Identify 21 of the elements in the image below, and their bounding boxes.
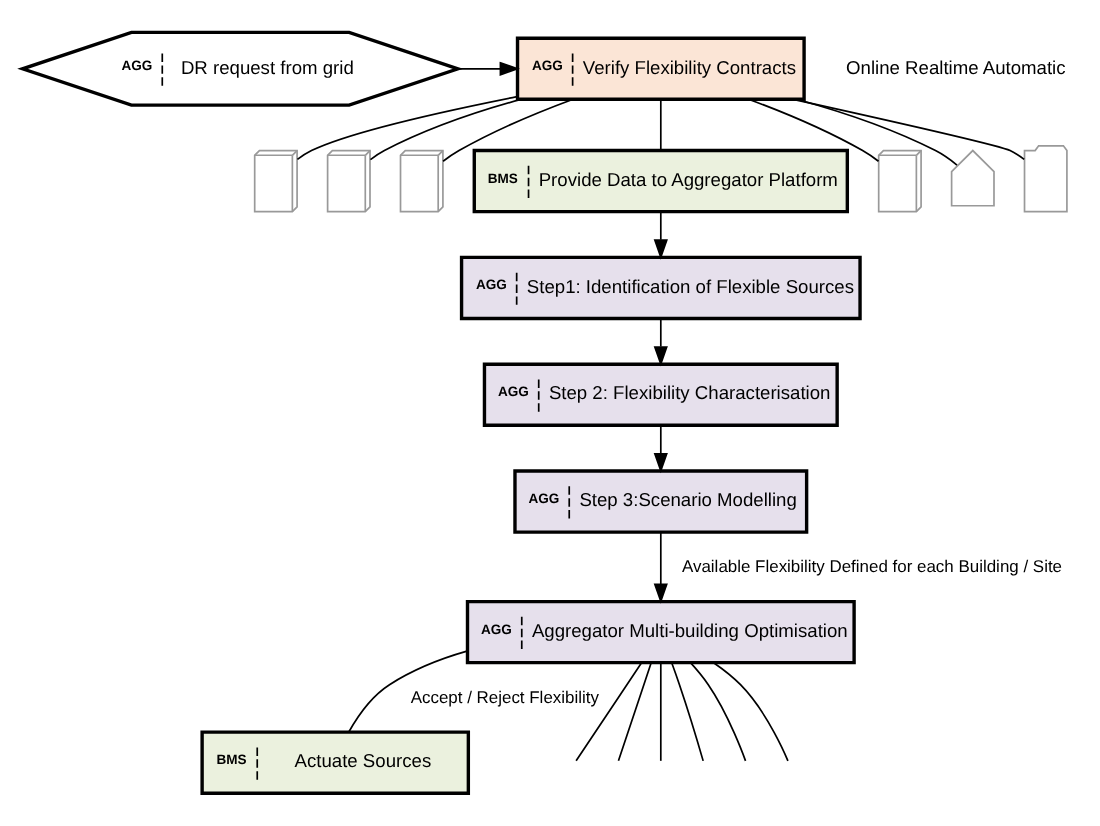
connector bbox=[369, 98, 522, 161]
connector bbox=[670, 661, 704, 762]
connector bbox=[659, 661, 662, 762]
arrow bbox=[457, 61, 520, 76]
arrow bbox=[653, 531, 668, 604]
arrow bbox=[653, 424, 668, 474]
label: Online Realtime Automatic bbox=[846, 57, 1066, 78]
connector bbox=[617, 661, 653, 762]
node-house bbox=[950, 149, 995, 207]
connector bbox=[748, 98, 880, 163]
arrow bbox=[653, 318, 668, 367]
connector bbox=[347, 650, 468, 733]
edge-label: Accept / Reject Flexibility bbox=[410, 686, 599, 707]
connector bbox=[689, 661, 747, 762]
edge-label: Available Flexibility Defined for each Building / Site bbox=[682, 555, 1063, 576]
connector bbox=[659, 98, 662, 151]
connector bbox=[442, 98, 574, 163]
arrow bbox=[653, 211, 668, 260]
connector bbox=[575, 661, 643, 762]
node-factory bbox=[1023, 145, 1068, 213]
connector bbox=[713, 662, 789, 762]
